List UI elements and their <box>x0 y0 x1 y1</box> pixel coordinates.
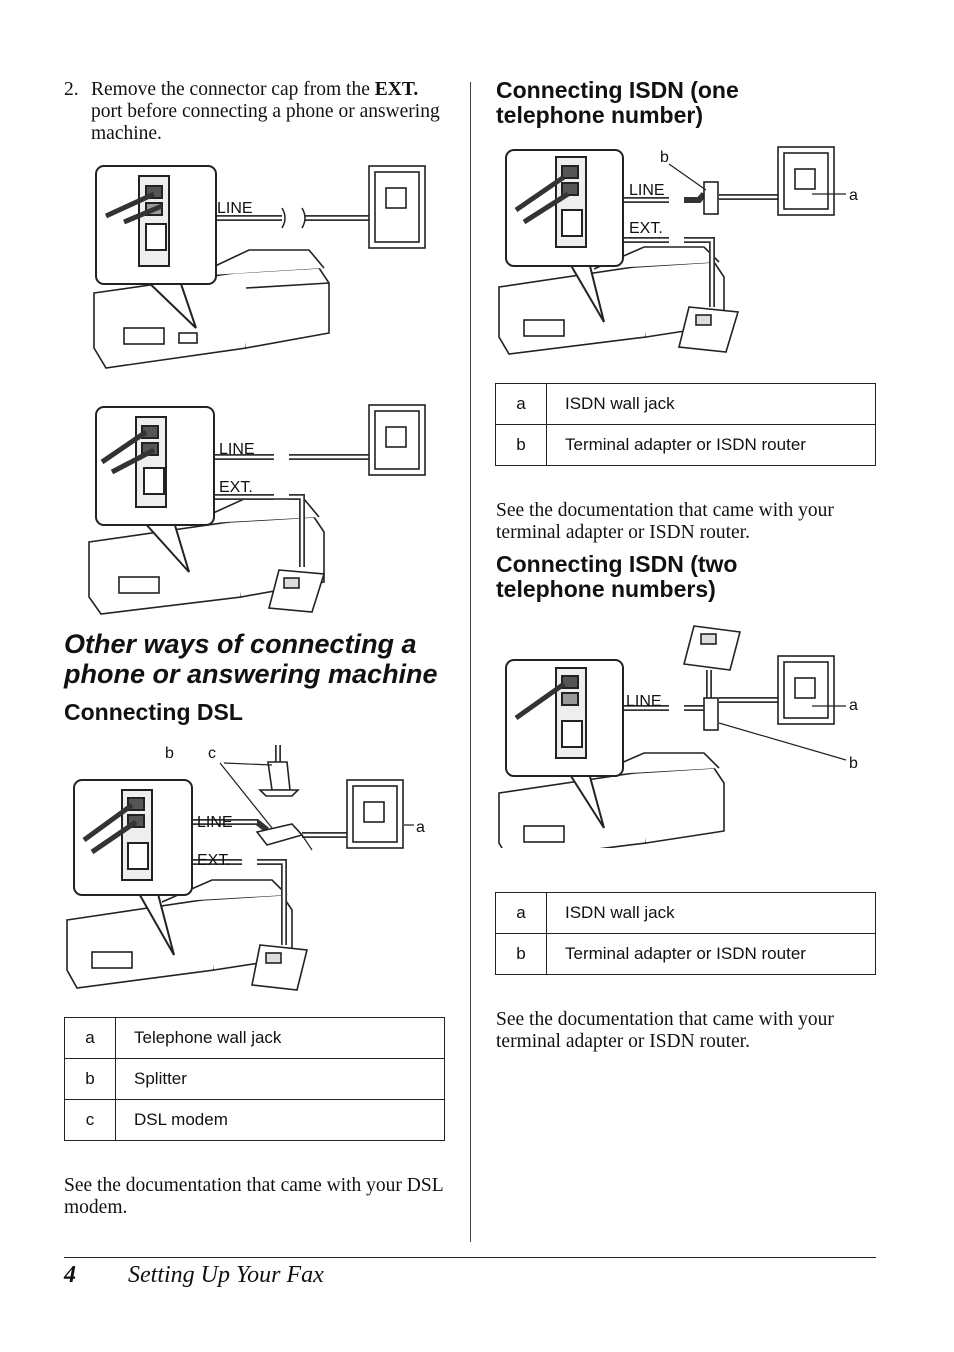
isdn-two-note: See the documentation that came with you… <box>496 1009 834 1052</box>
diagram-remove-cap: LINE <box>93 165 426 369</box>
isdn-one-note: See the documentation that came with you… <box>496 500 834 543</box>
telephone-icon <box>251 944 308 991</box>
wall-jack <box>777 655 835 725</box>
step-text: Remove the connector cap from the EXT. p… <box>91 79 440 144</box>
port-callout <box>505 149 624 323</box>
isdn-two-title: Connecting ISDN (two telephone numbers) <box>496 551 738 602</box>
callout-a: a <box>849 697 858 714</box>
section-title: Other ways of connecting a phone or answ… <box>64 629 438 689</box>
ext-label: EXT. <box>219 479 253 496</box>
step-2: 2. Remove the connector cap from the EXT… <box>64 79 454 145</box>
line-label: LINE <box>217 200 253 217</box>
wall-jack <box>368 404 426 476</box>
printer-illustration <box>66 879 293 989</box>
diagram-isdn-two: a b LINE <box>498 625 858 848</box>
diagram-isdn-one: b a LINE EXT. <box>498 146 858 355</box>
ext-label: EXT. <box>197 852 231 869</box>
ext-port-bold: EXT. <box>374 79 419 100</box>
callout-a: a <box>416 819 425 836</box>
line-label: LINE <box>219 441 255 458</box>
port-callout <box>73 779 193 956</box>
printer-illustration <box>93 249 330 369</box>
terminal-adapter <box>703 181 719 215</box>
diagram-dsl: b c a LINE EXT. <box>66 745 425 991</box>
line-label: LINE <box>629 182 665 199</box>
printer-illustration <box>498 246 725 355</box>
printer-illustration <box>498 752 725 848</box>
diagram-line-ext: LINE EXT. <box>88 404 426 615</box>
dsl-note: See the documentation that came with you… <box>64 1175 443 1218</box>
wall-jack <box>346 779 404 849</box>
isdn-one-title: Connecting ISDN (one telephone number) <box>496 77 739 128</box>
line-label: LINE <box>626 693 662 710</box>
wall-jack <box>777 146 835 216</box>
callout-b: b <box>165 745 174 762</box>
ext-label: EXT. <box>629 220 663 237</box>
callout-a: a <box>849 187 858 204</box>
line-label: LINE <box>197 814 233 831</box>
callout-b: b <box>849 755 858 772</box>
callout-c: c <box>208 745 216 762</box>
chapter-title: Setting Up Your Fax <box>128 1262 324 1288</box>
callout-b: b <box>660 149 669 166</box>
port-callout <box>95 165 217 329</box>
port-callout <box>505 659 624 829</box>
telephone-icon <box>678 306 740 353</box>
wall-jack <box>368 165 426 249</box>
page-number: 4 <box>64 1262 76 1288</box>
terminal-adapter <box>703 697 719 731</box>
dsl-modem <box>258 761 300 797</box>
footer-rule <box>64 1257 876 1258</box>
telephone-icon <box>267 569 326 613</box>
column-divider <box>470 82 471 1242</box>
telephone-icon <box>682 625 742 671</box>
step-number: 2. <box>64 79 79 100</box>
dsl-title: Connecting DSL <box>64 699 243 725</box>
